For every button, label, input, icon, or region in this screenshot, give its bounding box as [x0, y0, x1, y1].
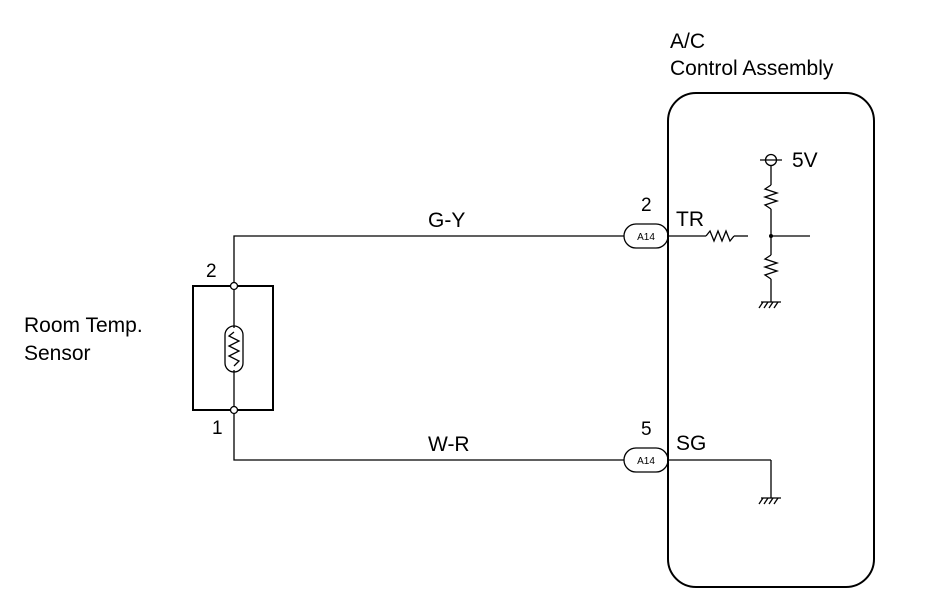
connector-a14-pin5: A14	[623, 447, 669, 473]
ac-control-assembly-box	[667, 92, 875, 588]
sensor-pin-top: 2	[206, 261, 217, 282]
connector-a14-label: A14	[637, 232, 655, 243]
wire-w-r	[233, 410, 624, 461]
sensor-pin-bottom: 1	[212, 418, 223, 439]
ac-assembly-title-line1: A/C	[670, 30, 705, 53]
supply-5v-symbol	[760, 153, 810, 302]
tr-input-resistor	[668, 229, 748, 243]
sg-label: SG	[676, 432, 706, 455]
sensor-label-line1: Room Temp.	[24, 314, 143, 337]
sensor-terminal-2	[229, 281, 239, 291]
ground-icon	[758, 301, 781, 309]
connector-a14-label: A14	[637, 456, 655, 467]
ground-icon	[758, 497, 781, 505]
connector-a14-pin2: A14	[623, 223, 669, 249]
sensor-label-line2: Sensor	[24, 342, 91, 365]
connector-pin-5-number: 5	[641, 419, 652, 440]
sg-ground-line	[668, 459, 772, 498]
supply-5v-label: 5V	[792, 149, 818, 172]
tr-label: TR	[676, 208, 704, 231]
wire-g-y-label: G-Y	[428, 209, 465, 232]
sensor-terminal-1	[229, 405, 239, 415]
wire-g-y	[233, 235, 624, 286]
wire-w-r-label: W-R	[428, 433, 470, 456]
connector-pin-2-number: 2	[641, 195, 652, 216]
ac-assembly-title-line2: Control Assembly	[670, 57, 834, 80]
thermistor-icon	[224, 325, 244, 373]
